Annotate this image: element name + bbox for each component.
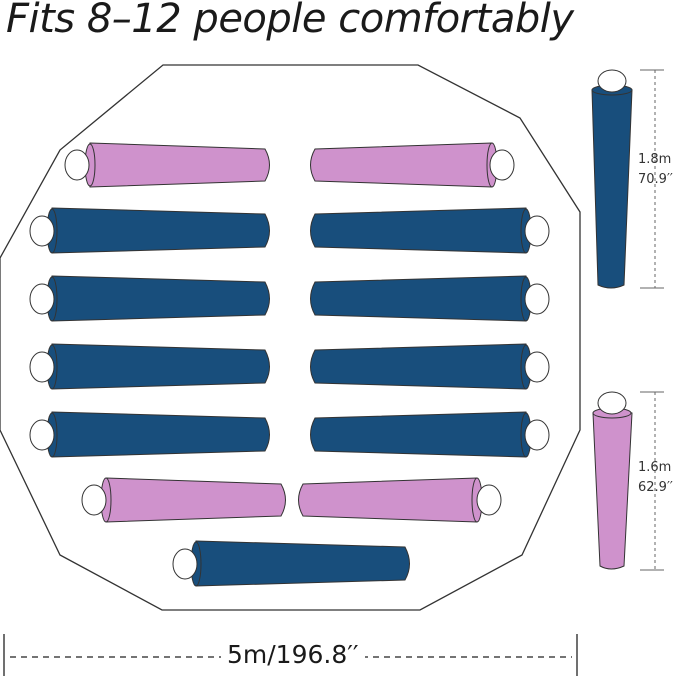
- head-icon: [524, 215, 550, 247]
- head-icon: [29, 351, 55, 383]
- sleeping-bag-tall: [310, 275, 550, 322]
- sleeping-bags-right: [298, 142, 550, 523]
- head-icon: [29, 283, 55, 315]
- headline: Fits 8–12 people comfortably: [6, 0, 574, 42]
- sleeping-bag-short: [64, 142, 270, 188]
- head-icon: [29, 419, 55, 451]
- short-height-in: 62.9′′: [638, 480, 673, 495]
- sleeping-bag-tall: [29, 275, 270, 322]
- tall-person-height: 1.8m 70.9′′: [638, 150, 673, 190]
- short-person-legend: [592, 391, 664, 571]
- tall-height-m: 1.8m: [638, 152, 672, 167]
- head-icon: [64, 149, 90, 181]
- head-icon: [524, 351, 550, 383]
- tall-height-in: 70.9′′: [638, 172, 673, 187]
- head-icon: [597, 391, 627, 415]
- head-icon: [597, 69, 627, 93]
- tent-width-label: 5m/196.8′′: [221, 640, 365, 669]
- sleeping-bag-short: [310, 142, 515, 188]
- sleeping-bag-tall: [29, 343, 270, 390]
- sleeping-bag-tall: [310, 207, 550, 254]
- head-icon: [476, 484, 502, 516]
- tall-person-legend: [591, 69, 664, 289]
- tent-floor-outline: [0, 64, 581, 611]
- head-icon: [29, 215, 55, 247]
- head-icon: [172, 548, 198, 580]
- sleeping-bag-tall: [310, 411, 550, 458]
- sleeping-bag-tall: [310, 343, 550, 390]
- head-icon: [81, 484, 107, 516]
- head-icon: [524, 283, 550, 315]
- head-icon: [489, 149, 515, 181]
- sleeping-bag-tall: [29, 411, 270, 458]
- sleeping-bag-tall: [29, 207, 270, 254]
- sleeping-bags-left: [29, 142, 286, 523]
- sleeping-bag-tall-center: [172, 540, 410, 587]
- short-person-height: 1.6m 62.9′′: [638, 458, 673, 498]
- sleeping-bag-short: [298, 477, 502, 523]
- short-height-m: 1.6m: [638, 460, 672, 475]
- head-icon: [524, 419, 550, 451]
- sleeping-bag-short: [81, 477, 286, 523]
